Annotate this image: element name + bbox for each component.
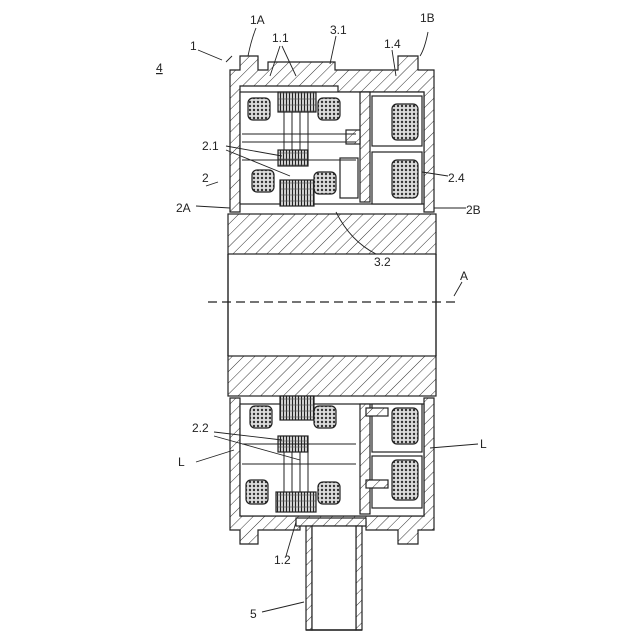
label-L-left: L — [178, 455, 185, 469]
label-5: 5 — [250, 607, 257, 621]
label-2: 2 — [202, 171, 209, 185]
coil-lower-module-1 — [392, 408, 418, 444]
label-1-2: 1.2 — [274, 553, 291, 567]
coil-1-4 — [392, 104, 418, 140]
coil-lower-right-2 — [318, 482, 340, 504]
coil-2-4 — [392, 160, 418, 198]
label-2-4: 2.4 — [448, 171, 465, 185]
coil-mid-left — [252, 170, 274, 192]
coil-upper-left — [248, 98, 270, 120]
label-1A: 1A — [250, 13, 265, 27]
label-L-right: L — [480, 437, 487, 451]
label-2A: 2A — [176, 201, 191, 215]
coil-lower-right-1 — [314, 406, 336, 428]
label-3-2: 3.2 — [374, 255, 391, 269]
label-1: 1 — [190, 39, 197, 53]
coil-mid-right — [314, 172, 336, 194]
rotor-stack-lower — [280, 396, 314, 420]
coil-upper-right — [318, 98, 340, 120]
shaft-hub-lower — [228, 356, 436, 396]
label-2B: 2B — [466, 203, 481, 217]
label-1-4: 1.4 — [384, 37, 401, 51]
coil-lower-left-2 — [246, 480, 268, 504]
shaft-center — [208, 254, 458, 356]
coil-lower-left-1 — [250, 406, 272, 428]
label-1-1: 1.1 — [272, 31, 289, 45]
stator-stack-1-2 — [276, 492, 316, 512]
stator-stack-center — [278, 150, 308, 166]
label-3-1: 3.1 — [330, 23, 347, 37]
label-2-2: 2.2 — [192, 421, 209, 435]
label-1B: 1B — [420, 11, 435, 25]
stator-stack-1-1 — [278, 92, 316, 112]
coil-lower-module-2 — [392, 460, 418, 500]
label-figure-number: 4 — [156, 61, 163, 75]
tube-5 — [296, 518, 366, 630]
shaft-hub-upper — [228, 214, 436, 254]
label-2-1: 2.1 — [202, 139, 219, 153]
rotor-stack-2-1 — [280, 180, 314, 206]
label-A: A — [460, 269, 468, 283]
